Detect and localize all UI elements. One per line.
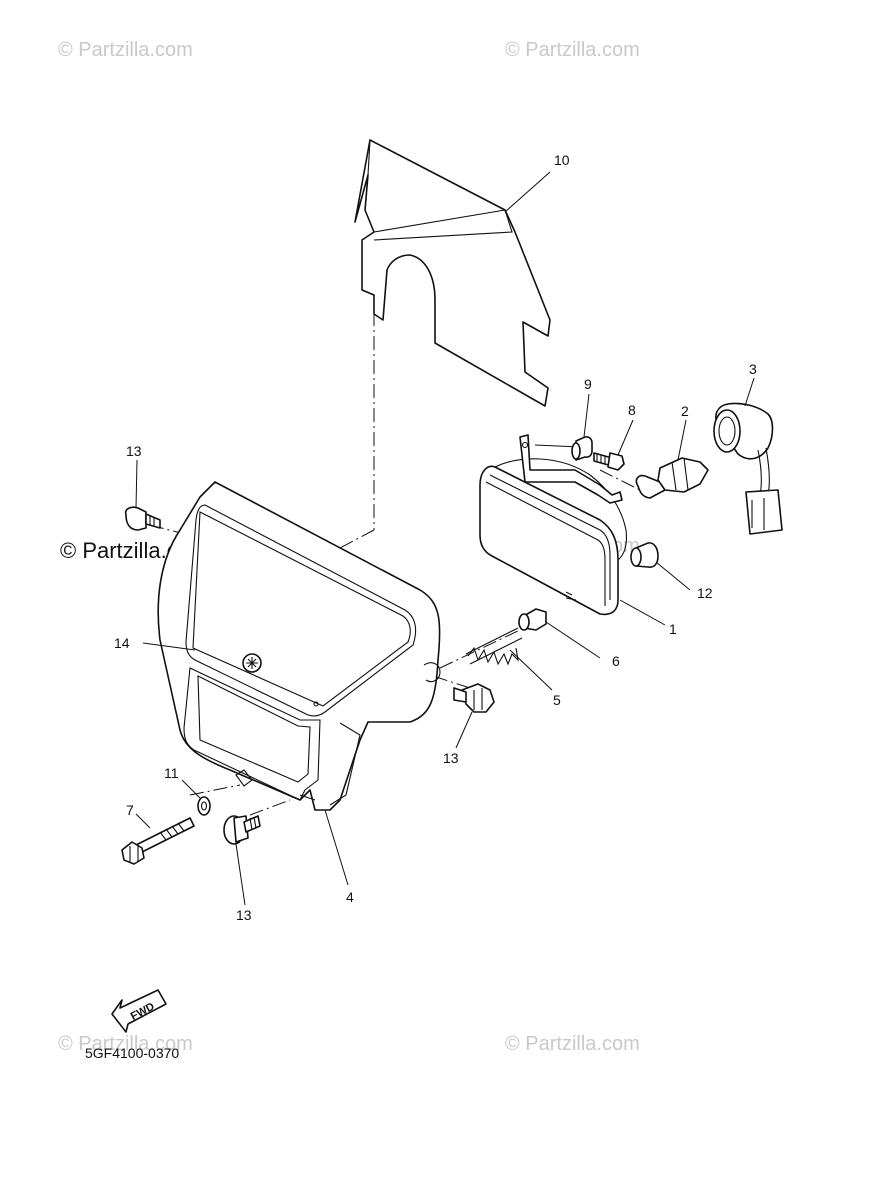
callout-leaders [135,171,755,906]
watermark-bottom-left: © Partzilla.com [58,1033,193,1055]
part-11-washer [197,796,211,816]
part-3-socket-harness [713,402,783,535]
callout-3: 3 [749,361,757,377]
part-7-long-bolt [121,817,195,865]
callout-13-upper-left: 13 [126,443,142,459]
part-9-collar [571,436,593,461]
callout-10: 10 [554,152,570,168]
callout-11: 11 [164,765,179,781]
watermark-top-left: © Partzilla.com [58,39,193,61]
callout-6: 6 [612,653,620,669]
watermark-top-right: © Partzilla.com [505,39,640,61]
part-2-bulb [635,457,709,499]
part-12-grommet [630,542,659,568]
callout-2: 2 [681,403,689,419]
callout-14: 14 [114,635,130,651]
part-4-cowl-stay [235,769,316,801]
part-1-headlight-unit [479,434,628,616]
part-13-bolt-middle [453,683,495,713]
forward-direction-arrow: FWD [111,989,167,1033]
callout-8: 8 [628,402,636,418]
callout-5: 5 [553,692,561,708]
part-10-bracket [354,139,551,407]
callout-12: 12 [697,585,713,601]
part-6-adjusting-nut [518,608,547,631]
diagram-code: 5GF4100-0370 [85,1045,179,1061]
part-13-bolt-lower [223,815,261,845]
part-14-headlight-cowl [157,481,441,811]
part-8-screw [593,452,625,471]
part-13-bolt-upper-left [124,506,161,531]
callout-13-lower: 13 [236,907,252,923]
part-5-spring [465,627,523,666]
callout-7: 7 [126,802,134,818]
callout-13-middle: 13 [443,750,459,766]
callout-9: 9 [584,376,592,392]
callout-4: 4 [346,889,354,905]
callout-numbers: 10 9 8 2 3 13 12 1 6 14 5 13 11 7 4 13 [114,152,757,923]
watermark-bottom-right: © Partzilla.com [505,1033,640,1055]
callout-1: 1 [669,621,677,637]
